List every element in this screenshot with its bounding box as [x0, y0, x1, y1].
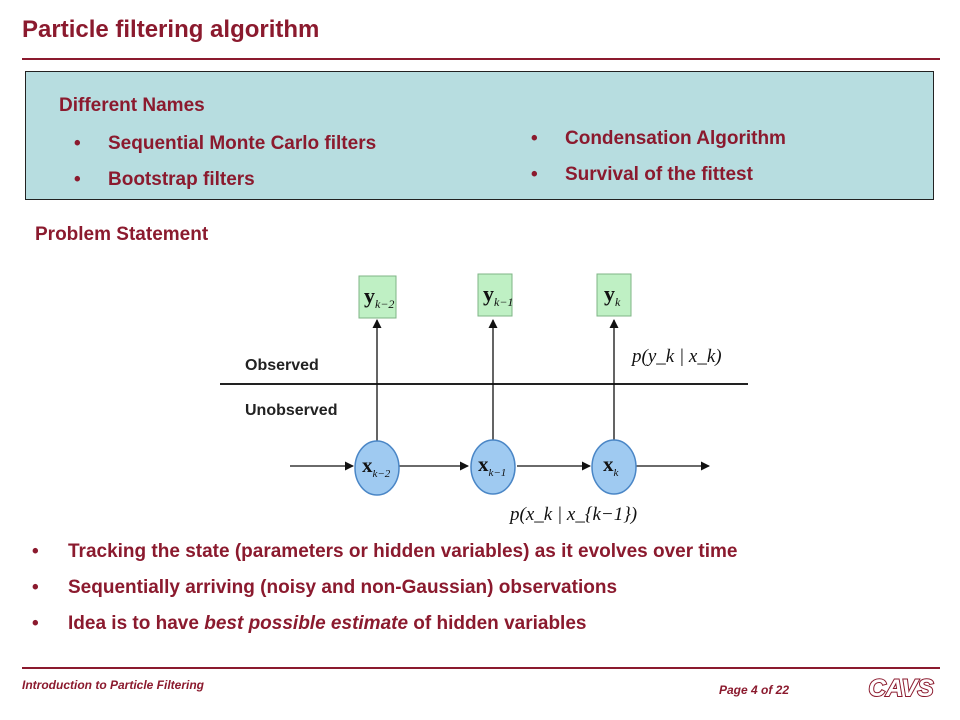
cavs-logo: CAVS — [868, 674, 935, 702]
bullet-text: Idea is to have best possible estimate o… — [68, 613, 586, 635]
footer-course-title: Introduction to Particle Filtering — [22, 678, 205, 692]
bullet-text-end: of hidden variables — [408, 613, 587, 634]
bullet-dot: • — [531, 128, 538, 149]
name-item-condensation: • Condensation Algorithm — [531, 128, 786, 150]
svg-text:yk: yk — [604, 281, 621, 309]
bullet-text: Tracking the state (parameters or hidden… — [68, 541, 738, 562]
name-item-label: Survival of the fittest — [565, 164, 753, 185]
observation-node-letter: y — [483, 281, 494, 306]
title-divider — [22, 58, 940, 60]
observation-node-k — [596, 273, 632, 317]
different-names-heading: Different Names — [59, 95, 205, 116]
hmm-diagram: Observed Unobserved yk−2 yk−1 yk xk−2 xk… — [220, 273, 748, 525]
name-item-survival: • Survival of the fittest — [531, 164, 753, 186]
name-item-label: Condensation Algorithm — [565, 128, 786, 149]
observation-node-subscript: k — [615, 295, 621, 309]
cavs-logo-text: CAVS — [869, 675, 934, 702]
footer-divider — [22, 667, 940, 669]
svg-text:xk: xk — [603, 452, 620, 479]
svg-text:xk−1: xk−1 — [478, 452, 506, 479]
bullet-dot: • — [74, 169, 81, 190]
name-item-label: Bootstrap filters — [108, 169, 255, 190]
name-item-bootstrap: • Bootstrap filters — [74, 169, 255, 191]
bullet-dot: • — [32, 613, 39, 634]
observation-node-k-2 — [358, 275, 397, 319]
slide-title: Particle filtering algorithm — [22, 16, 320, 43]
bullet-dot: • — [32, 541, 39, 562]
svg-text:yk−1: yk−1 — [483, 281, 513, 309]
observation-node-subscript: k−2 — [375, 297, 394, 311]
unobserved-label: Unobserved — [245, 402, 337, 419]
observed-label: Observed — [245, 357, 319, 374]
name-item-smc: • Sequential Monte Carlo filters — [74, 133, 377, 155]
observation-node-k-1 — [477, 273, 513, 317]
emission-probability-label: p(y_k | x_k) — [630, 346, 722, 367]
observation-node-letter: y — [604, 281, 615, 306]
name-item-label: Sequential Monte Carlo filters — [108, 133, 377, 154]
bullet-text-start: Idea is to have — [68, 613, 205, 634]
bullet-dot: • — [32, 577, 39, 598]
state-node-subscript: k — [614, 467, 620, 479]
state-node-k — [591, 439, 637, 495]
state-node-k-1 — [470, 439, 516, 495]
transition-probability-label: p(x_k | x_{k−1}) — [508, 504, 637, 525]
observation-node-subscript: k−1 — [494, 295, 513, 309]
svg-text:xk−2: xk−2 — [362, 453, 391, 480]
bullet-text: Sequentially arriving (noisy and non-Gau… — [68, 577, 618, 598]
bullet-dot: • — [531, 164, 538, 185]
state-node-subscript: k−2 — [373, 468, 391, 480]
bullet-text-emphasis: best possible estimate — [204, 613, 409, 634]
page-number: Page 4 of 22 — [719, 683, 790, 697]
state-node-letter: x — [362, 453, 373, 477]
state-node-letter: x — [603, 452, 614, 476]
state-node-subscript: k−1 — [489, 467, 507, 479]
state-node-k-2 — [354, 440, 400, 496]
bullet-dot: • — [74, 133, 81, 154]
problem-statement-heading: Problem Statement — [35, 224, 209, 245]
svg-text:yk−2: yk−2 — [364, 283, 394, 311]
observation-node-letter: y — [364, 283, 375, 308]
different-names-box: Different Names • Sequential Monte Carlo… — [25, 71, 934, 200]
state-node-letter: x — [478, 452, 489, 476]
